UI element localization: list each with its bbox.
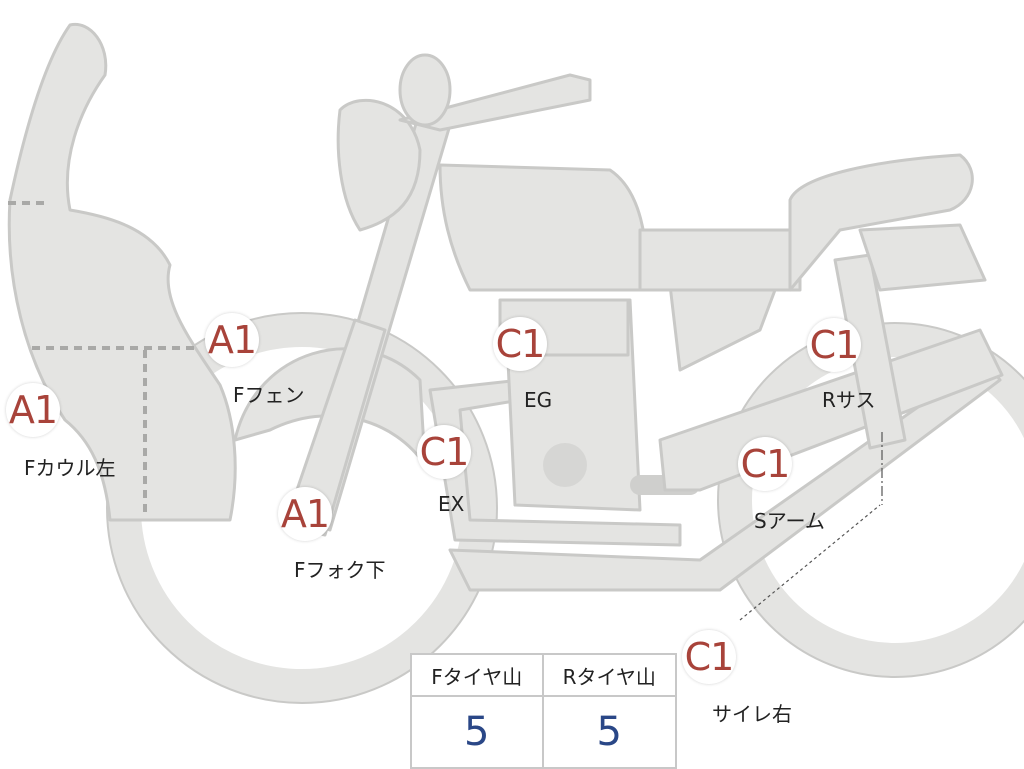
front-wheel-edge bbox=[106, 312, 498, 704]
engine-cover bbox=[543, 443, 587, 487]
part-label-swing-arm: Sアーム bbox=[754, 509, 825, 533]
mirror bbox=[398, 53, 452, 127]
seat-front bbox=[638, 228, 802, 292]
grade-badge-swing-arm: C1 bbox=[738, 437, 792, 491]
part-label-f-fork-lower: Fフォク下 bbox=[294, 558, 386, 582]
front-tire-header: Fタイヤ山 bbox=[412, 655, 544, 697]
front-tire-value: 5 bbox=[412, 697, 544, 767]
part-label-f-cowl-left: Fカウル左 bbox=[24, 456, 116, 480]
rear-shock bbox=[833, 253, 907, 450]
grade-badge-r-suspension: C1 bbox=[807, 318, 861, 372]
grade-badge-engine: C1 bbox=[493, 317, 547, 371]
front-cowl bbox=[7, 22, 237, 522]
fuel-tank bbox=[438, 163, 648, 292]
part-label-engine: EG bbox=[524, 388, 553, 412]
frame-lower bbox=[448, 358, 1002, 592]
grade-badge-f-fork-lower: A1 bbox=[278, 487, 332, 541]
grade-badge-exhaust: C1 bbox=[417, 425, 471, 479]
rear-wheel-edge bbox=[717, 322, 1024, 678]
grade-badge-f-cowl-left: A1 bbox=[6, 383, 60, 437]
tire-tread-table: Fタイヤ山 Rタイヤ山 5 5 bbox=[410, 653, 677, 769]
part-label-exhaust: EX bbox=[438, 492, 465, 516]
part-label-r-suspension: Rサス bbox=[822, 388, 876, 412]
rear-tire-value: 5 bbox=[596, 709, 622, 755]
grade-badge-f-fender: A1 bbox=[205, 313, 259, 367]
seat-rear bbox=[788, 153, 974, 292]
rear-tire-header: Rタイヤ山 bbox=[543, 655, 675, 697]
handlebar bbox=[398, 73, 592, 132]
rear-wheel bbox=[718, 323, 1024, 677]
part-label-f-fender: Fフェン bbox=[233, 383, 305, 407]
headlight bbox=[336, 98, 422, 232]
side-cover bbox=[668, 283, 777, 372]
part-label-silencer-right: サイレ右 bbox=[712, 702, 792, 726]
silencer-leader bbox=[739, 504, 881, 621]
tail bbox=[858, 223, 987, 292]
grade-badge-silencer-right: C1 bbox=[682, 630, 736, 684]
